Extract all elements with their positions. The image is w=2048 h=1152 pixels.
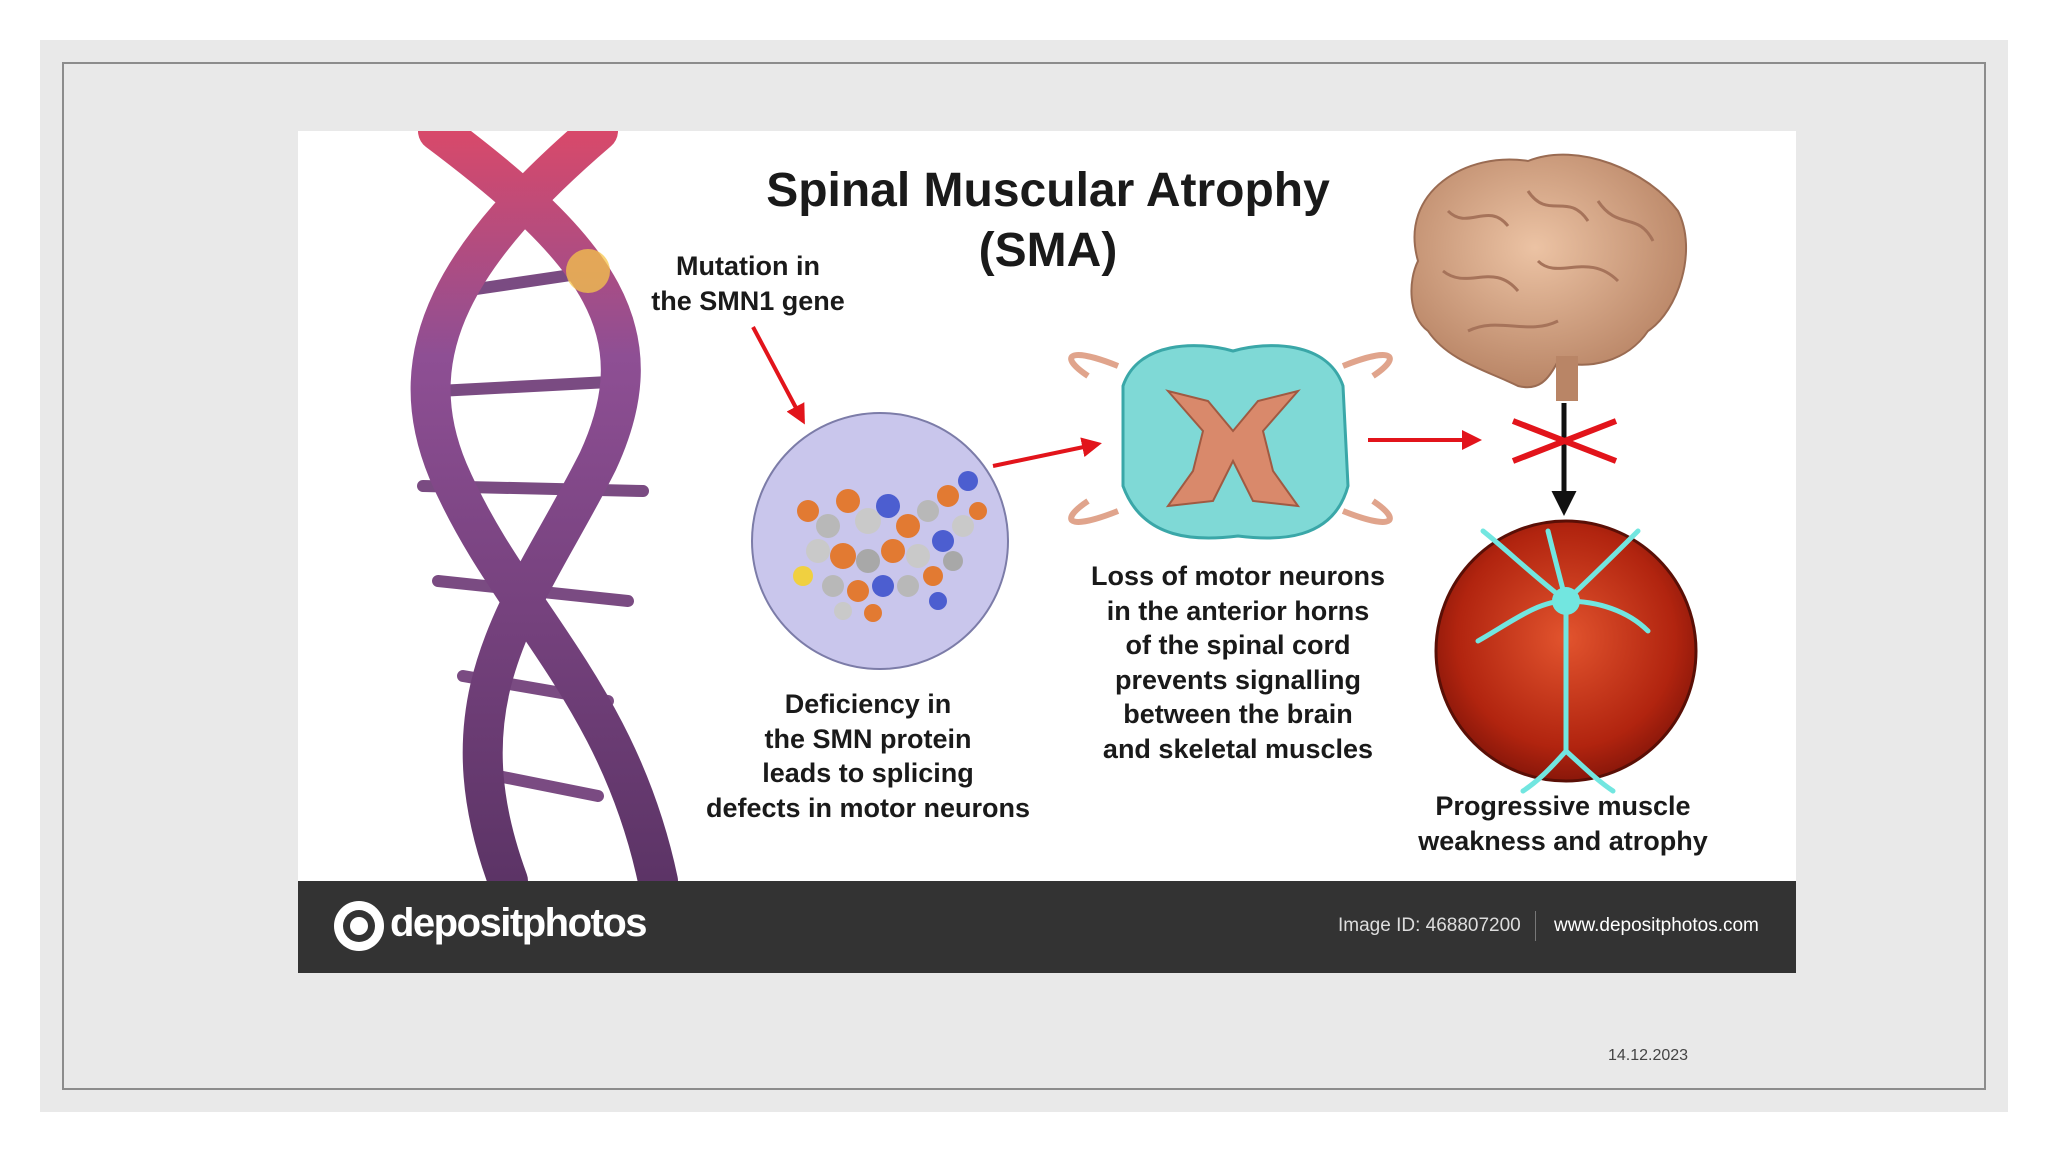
stock-footer-bar: depositphotos Image ID: 468807200 www.de… <box>298 881 1796 973</box>
label-progressive-weakness: Progressive muscle weakness and atrophy <box>1418 791 1708 856</box>
slide-frame <box>62 62 1986 1090</box>
diagram-title: Spinal Muscular Atrophy (SMA) <box>766 164 1330 277</box>
blocked-signal-arrow <box>1511 403 1618 516</box>
footer-divider <box>1535 911 1536 941</box>
spinal-cord-image <box>1068 344 1393 540</box>
slide-date: 14.12.2023 <box>1608 1047 1689 1064</box>
motor-neuron-image <box>1434 519 1698 794</box>
site-url-text: www.depositphotos.com <box>1554 915 1759 936</box>
sma-infographic: Spinal Muscular Atrophy (SMA) Mutation i… <box>298 131 1796 973</box>
camera-logo-icon <box>334 901 384 951</box>
illustration-art <box>410 131 1698 881</box>
dna-helix-image <box>410 131 678 881</box>
image-id-text: Image ID: 468807200 <box>1338 915 1521 936</box>
label-mutation: Mutation in the SMN1 gene <box>651 251 845 316</box>
brain-image <box>1410 153 1687 401</box>
depositphotos-logo: depositphotos <box>390 901 648 945</box>
protein-molecule-image <box>751 412 1009 670</box>
label-loss-of-neurons: Loss of motor neurons in the anterior ho… <box>1090 561 1385 764</box>
label-deficiency: Deficiency in the SMN protein leads to s… <box>705 689 1031 823</box>
arrow-protein-to-cord <box>992 437 1102 468</box>
arrow-mutation-to-protein <box>751 326 805 425</box>
